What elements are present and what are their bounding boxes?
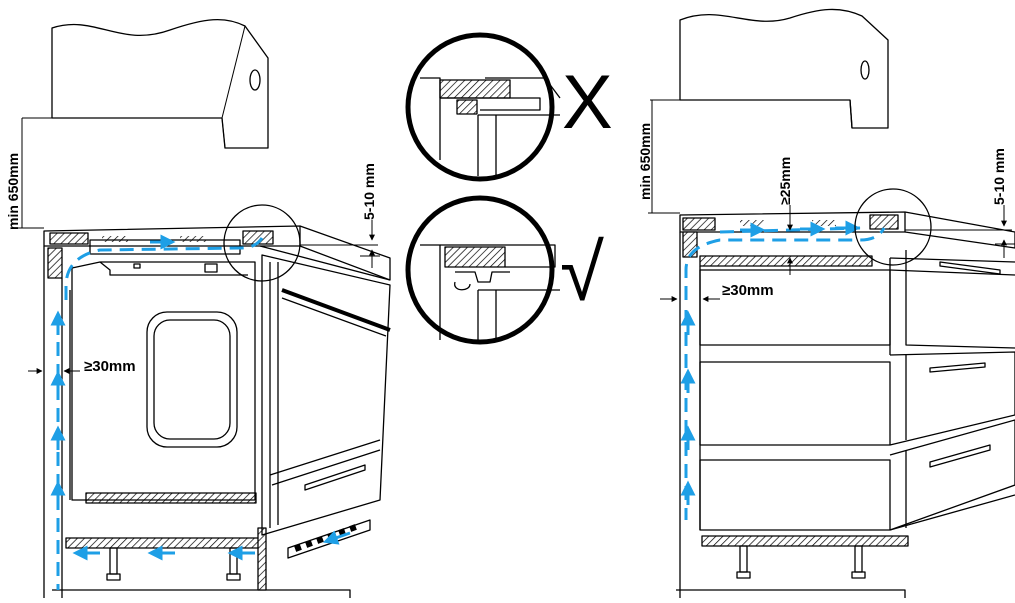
left-gap-label: 5-10 mm <box>361 163 377 220</box>
right-side-gap-label: ≥30mm <box>722 282 774 299</box>
right-top-gap-label: ≥25mm <box>777 157 793 205</box>
right-min-height-dimension <box>648 100 680 214</box>
left-min-height-dimension <box>18 118 44 229</box>
detail-right <box>405 195 560 345</box>
right-gap-dimension <box>905 205 1015 258</box>
right-airflow-arrows <box>680 220 861 505</box>
left-airflow-arrows <box>50 234 351 561</box>
right-gap-label: 5-10 mm <box>991 148 1007 205</box>
left-side-gap-label: ≥30mm <box>84 358 136 375</box>
oven <box>71 254 391 559</box>
detail-right-mark: √ <box>560 228 604 317</box>
right-min-height-label: min 650mm <box>637 123 653 200</box>
detail-wrong <box>405 32 561 182</box>
detail-wrong-mark: X <box>562 60 613 145</box>
right-wall-cabinet <box>650 8 889 129</box>
left-min-height-label: min 650mm <box>5 153 21 230</box>
right-airflow-path <box>684 226 886 520</box>
left-base-cabinet <box>43 246 351 598</box>
left-worktop <box>43 225 391 281</box>
left-gap-dimension <box>300 220 380 268</box>
right-drawers <box>699 250 1015 531</box>
right-detail-circle <box>854 188 932 266</box>
left-detail-circle <box>223 204 301 282</box>
left-wall-cabinet <box>22 18 269 149</box>
left-airflow-path <box>56 237 264 590</box>
